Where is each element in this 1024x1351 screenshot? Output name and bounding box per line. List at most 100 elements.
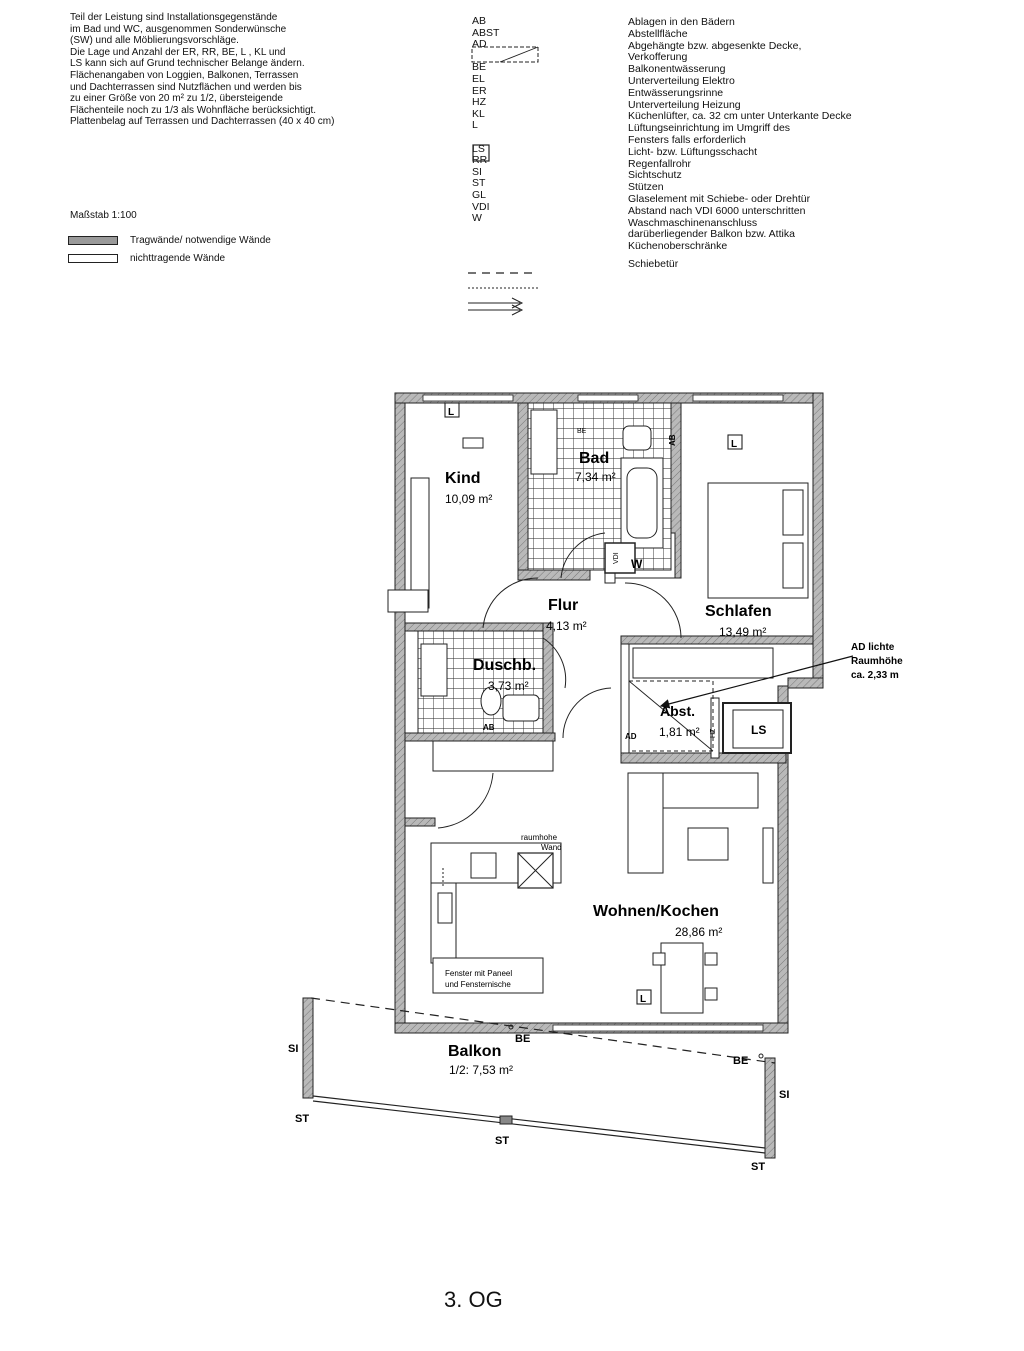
room-area-flur: 4,13 m² (546, 619, 587, 633)
duschb-shower (420, 643, 448, 697)
room-name-duschb: Duschb. (473, 657, 536, 674)
ventilation-box (727, 434, 743, 450)
balcony-glass-element (552, 1024, 764, 1032)
general-notes: Teil der Leistung sind Installationsgege… (70, 12, 410, 128)
door-swing-bad (560, 532, 606, 579)
bad-shower-tray (530, 409, 558, 475)
desc-line: darüberliegender Balkon bzw. Attika (628, 228, 795, 241)
room-area-kind: 10,09 m² (445, 492, 492, 506)
note-line: LS kann sich auf Grund technischer Belan… (70, 58, 305, 70)
note-line: im Bad und WC, ausgenommen Sonderwünsche (70, 23, 287, 35)
abbr-ad: AD (472, 38, 487, 51)
wall-legend-row: nichttragende Wände (68, 249, 271, 267)
wall-schlafen-south (620, 635, 814, 645)
mark-be: BE (733, 1055, 748, 1067)
floor-label: 3. OG (444, 1287, 503, 1312)
desc-line: Abstellfläche (628, 27, 688, 40)
wardrobe (632, 647, 774, 679)
balcony-railing (312, 1095, 766, 1149)
wall-duschb-north (404, 622, 551, 632)
sink (437, 892, 453, 924)
dining-chair (704, 952, 718, 966)
desc-line: Glaselement mit Schiebe- oder Drehtür (628, 192, 811, 205)
sofa-back (662, 772, 759, 809)
abbr-abst: ABST (472, 26, 500, 39)
abbr-ab: AB (472, 15, 487, 27)
note-line: Die Lage und Anzahl der ER, RR, BE, L , … (70, 46, 286, 58)
bathtub-inner (626, 467, 658, 539)
desc-line: Ablagen in den Bädern (628, 16, 735, 28)
drain-marker (758, 1053, 764, 1059)
drain-marker (508, 1024, 514, 1030)
abbr-l: L (472, 119, 478, 132)
note-line: Flächenangaben von Loggien, Balkonen, Te… (70, 69, 299, 81)
desc-line: Abgehängte bzw. abgesenkte Decke, (628, 39, 802, 52)
abbr-hz: HZ (472, 96, 486, 109)
ad-callout-line: ca. 2,33 m (851, 670, 899, 681)
column (499, 1115, 513, 1125)
abbr-si: SI (472, 165, 482, 178)
ad-callout-arrow (659, 655, 854, 709)
mark-vdi: VDI (613, 552, 620, 564)
abst-ceiling-outline (628, 680, 714, 752)
mark-w: W (631, 557, 643, 571)
desc-line: Sichtschutz (628, 169, 682, 182)
desc-line: Abstand nach VDI 6000 unterschritten (628, 204, 806, 217)
desc-line: Regenfallrohr (628, 157, 692, 170)
desc-line: Balkonentwässerung (628, 63, 726, 76)
desc-line: Unterverteilung Heizung (628, 98, 741, 111)
abbr-be: BE (472, 61, 487, 74)
wall-legend-label: nichttragende Wände (130, 252, 226, 264)
fridge-cross (517, 852, 554, 889)
desc-line: Waschmaschinenanschluss (628, 216, 758, 229)
ad-callout-line: AD lichte (851, 642, 895, 653)
mark-ad: AD (625, 732, 637, 741)
wall-abst-west (620, 643, 630, 760)
desc-line: Schiebetür (628, 257, 679, 270)
pillow (782, 489, 804, 536)
balcony-privacy-east (764, 1057, 776, 1159)
l-legend-box (472, 144, 490, 162)
room-area-bad: 7,34 m² (575, 470, 616, 484)
kind-desk-chair (462, 437, 484, 449)
room-area-balkon: 1/2: 7,53 m² (449, 1063, 513, 1077)
note-line: (SW) und alle Möblierungsvorschläge. (70, 35, 239, 47)
abbr-gl: GL (472, 188, 487, 201)
desc-line: Verkofferung (628, 51, 688, 64)
abbr-st: ST (472, 177, 486, 190)
wall-wohnen-stub (404, 817, 436, 827)
window-kind (422, 394, 514, 402)
abbreviation-list: AB ABST AD BE EL ER HZ KL L LS RR SI ST … (472, 15, 500, 225)
abst-ceiling-diagonal (628, 680, 714, 752)
ventilation-box (636, 989, 652, 1005)
wall-legend: Tragwände/ notwendige Wände nichttragend… (68, 231, 271, 267)
dining-table (660, 942, 704, 1014)
mark-ls: LS (751, 723, 766, 737)
note-line: zu einer Größe von 20 m² zu 1/2, überste… (70, 93, 283, 105)
mark-l: L (448, 407, 454, 418)
kind-bed (410, 477, 430, 609)
desc-line: Küchenoberschränke (628, 240, 728, 253)
wall-abst-east (710, 697, 720, 759)
dining-chair (652, 952, 666, 966)
door-swing-duschb (542, 637, 567, 689)
ventilation-box (444, 402, 460, 418)
mark-l: L (731, 439, 737, 450)
mark-st: ST (295, 1113, 309, 1125)
kind-bed-pillow (387, 589, 429, 613)
outer-wall-east-step (787, 677, 824, 689)
scale-label: Maßstab 1:100 (70, 210, 137, 221)
room-name-balkon: Balkon (448, 1043, 501, 1060)
desc-line: Küchenlüfter, ca. 32 cm unter Unterkante… (628, 110, 852, 123)
mark-ab: AB (483, 723, 495, 732)
bearing-wall-swatch (68, 235, 118, 245)
coffee-table (687, 827, 729, 861)
pillow (782, 542, 804, 589)
wall-kind-bad (517, 402, 529, 579)
mark-st: ST (495, 1135, 509, 1147)
raumhohe-wand-label: raumhohe (521, 833, 558, 842)
outer-wall-west (394, 392, 406, 1034)
abbr-er: ER (472, 84, 487, 97)
mark-be: BE (577, 428, 587, 435)
mark-l: L (640, 994, 646, 1005)
